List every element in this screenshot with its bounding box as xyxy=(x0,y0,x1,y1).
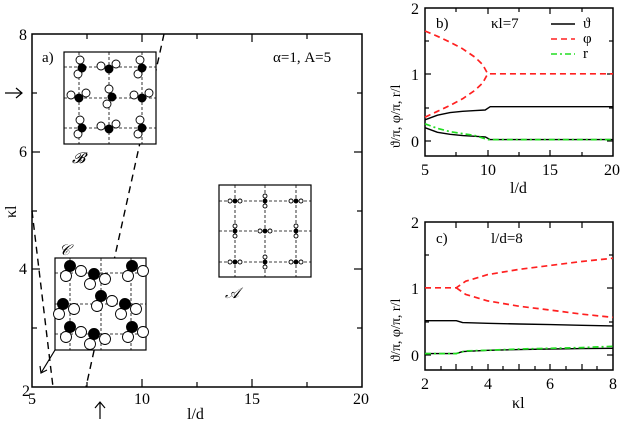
panel-a-ytick-6: 6 xyxy=(19,144,27,161)
series-r xyxy=(425,345,614,355)
inset-c-pointer xyxy=(40,349,56,374)
panel-c-xtick-4: 4 xyxy=(484,376,492,393)
panel-b-xtick-20: 20 xyxy=(604,162,620,179)
panel-c: 2 1 0 2 4 6 8 κl ϑ/π, φ/π, r/l c) l/d=8 xyxy=(389,215,617,412)
inset-c-label: 𝒞 xyxy=(59,243,74,259)
panel-c-ticks xyxy=(425,222,613,370)
panel-c-xtick-6: 6 xyxy=(546,376,554,393)
panel-a-x-ticks xyxy=(86,34,308,387)
panel-a-xlabel: l/d xyxy=(187,406,204,423)
series--upper- xyxy=(425,257,614,289)
panel-a-xtick-15: 15 xyxy=(244,391,260,408)
left-axis-arrow-icon xyxy=(5,87,23,99)
panel-c-xtick-2: 2 xyxy=(421,376,429,393)
panel-c-ytick-0: 0 xyxy=(411,348,419,365)
panel-b-annotation: κl=7 xyxy=(491,16,519,32)
legend-r-label: r xyxy=(583,46,588,62)
legend-phi-label: φ xyxy=(583,31,592,47)
panel-c-curves xyxy=(425,257,614,355)
panel-a-xtick-20: 20 xyxy=(353,391,369,408)
bottom-axis-arrow-icon xyxy=(94,401,106,419)
panel-c-ytick-2: 2 xyxy=(411,215,419,232)
panel-a: 2 4 6 8 5 10 15 20 l/d κl a) α=1, A=5 xyxy=(3,27,369,423)
panel-c-xtick-8: 8 xyxy=(609,376,617,393)
series--lower- xyxy=(424,127,613,141)
panel-a-ytick-8: 8 xyxy=(19,27,27,44)
inset-c-pointer-arrowhead-icon xyxy=(39,365,48,374)
panel-b-ytick-0: 0 xyxy=(411,134,419,151)
panel-b-curves xyxy=(424,30,613,141)
panel-c-annotation: l/d=8 xyxy=(491,231,523,247)
boundary-left xyxy=(31,210,54,388)
panel-a-annotation: α=1, A=5 xyxy=(273,50,331,66)
panel-b-xtick-15: 15 xyxy=(542,162,558,179)
panel-c-ytick-1: 1 xyxy=(411,281,419,298)
series--upper- xyxy=(424,30,613,75)
series--lower- xyxy=(455,287,614,319)
panel-a-y-ticks xyxy=(32,92,362,329)
panel-b-xtick-5: 5 xyxy=(421,162,429,179)
panel-a-label: a) xyxy=(42,50,54,66)
series--upper- xyxy=(425,320,614,327)
panel-b-xtick-10: 10 xyxy=(480,162,496,179)
inset-a-label: 𝒜 xyxy=(225,286,244,302)
panel-b-ylabel: ϑ/π, φ/π, r/l xyxy=(389,85,404,148)
panel-c-ylabel: ϑ/π, φ/π, r/l xyxy=(389,299,404,362)
panel-c-xlabel: κl xyxy=(512,395,525,412)
panel-b-xlabel: l/d xyxy=(510,180,527,197)
panel-b-label: b) xyxy=(436,16,449,32)
panel-b-legend: ϑ φ r xyxy=(551,16,592,62)
panel-c-label: c) xyxy=(436,231,448,247)
inset-c-configuration xyxy=(53,257,149,351)
series--upper- xyxy=(424,105,613,121)
panel-a-ytick-4: 4 xyxy=(19,261,27,278)
inset-b-label: 𝓑 xyxy=(72,151,88,167)
panel-a-xtick-5: 5 xyxy=(28,391,36,408)
inset-a-configuration xyxy=(218,184,312,278)
panel-b-ytick-1: 1 xyxy=(411,67,419,84)
panel-b-ytick-2: 2 xyxy=(411,1,419,18)
legend-theta-label: ϑ xyxy=(583,16,591,32)
series-r xyxy=(424,123,613,141)
inset-b-configuration xyxy=(63,51,157,145)
series--lower- xyxy=(424,73,489,118)
panel-a-ytick-2: 2 xyxy=(22,383,30,400)
panel-b: 2 1 0 5 10 15 20 l/d ϑ/π, φ/π, r/l b) κl… xyxy=(389,1,620,197)
panel-a-ylabel: κl xyxy=(3,205,20,218)
panel-a-xtick-10: 10 xyxy=(134,391,150,408)
